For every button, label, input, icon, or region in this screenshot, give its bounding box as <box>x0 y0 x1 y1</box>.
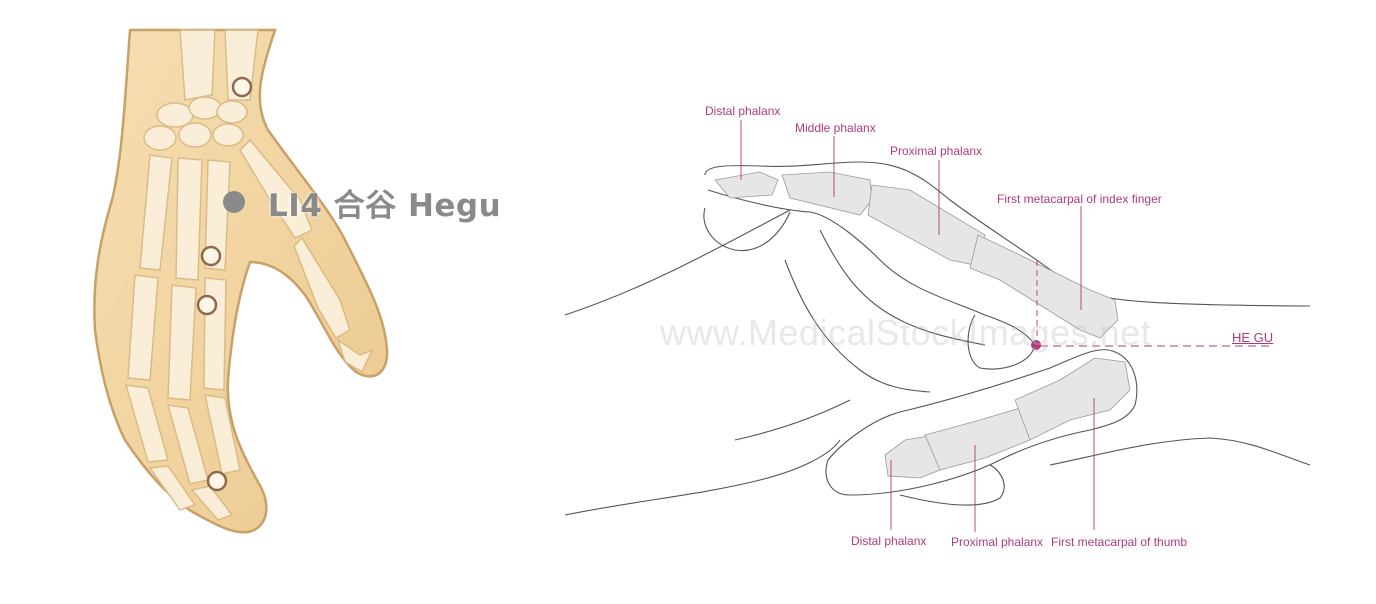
index-finger-bones <box>714 171 1119 339</box>
label-he-gu: HE GU <box>1232 330 1274 345</box>
label-first-metacarpal-thumb: First metacarpal of thumb <box>1051 535 1188 549</box>
label-distal-phalanx-top: Distal phalanx <box>705 104 781 118</box>
hegu-point-dot <box>223 191 245 213</box>
point-title: LI4 合谷 Hegu <box>268 188 502 224</box>
watermark: www.MedicalStockImages.net <box>660 312 1152 353</box>
knuckle-pad <box>967 314 1036 370</box>
label-proximal-phalanx-bottom: Proximal phalanx <box>951 535 1044 549</box>
forearm-upper-line <box>564 209 791 316</box>
lower-line <box>734 399 851 441</box>
thumb-outline <box>825 349 1138 496</box>
acupoint-marker <box>206 470 228 492</box>
acupoint-marker <box>231 76 253 98</box>
acupoint-markers <box>196 76 253 492</box>
acupoint-marker <box>200 245 222 267</box>
acupoint-marker <box>196 294 218 316</box>
palm-crease <box>784 259 931 393</box>
lower-forearm-line <box>564 439 841 516</box>
thumb-lower-contour <box>899 464 1005 506</box>
label-distal-phalanx-bottom: Distal phalanx <box>851 534 927 548</box>
label-first-metacarpal-index: First metacarpal of index finger <box>997 192 1162 206</box>
palm-fold <box>819 229 986 346</box>
wrist-line <box>1049 437 1311 466</box>
hegu-point-marker <box>1031 340 1041 350</box>
label-middle-phalanx: Middle phalanx <box>795 121 876 135</box>
hand-illustration <box>93 28 389 534</box>
bone-diagram <box>564 120 1311 532</box>
index-finger-lower-outline <box>707 189 1036 346</box>
index-fingertip <box>703 207 791 252</box>
thumb-bones <box>884 357 1131 479</box>
label-proximal-phalanx-top: Proximal phalanx <box>890 144 983 158</box>
hand-silhouette <box>93 28 389 534</box>
